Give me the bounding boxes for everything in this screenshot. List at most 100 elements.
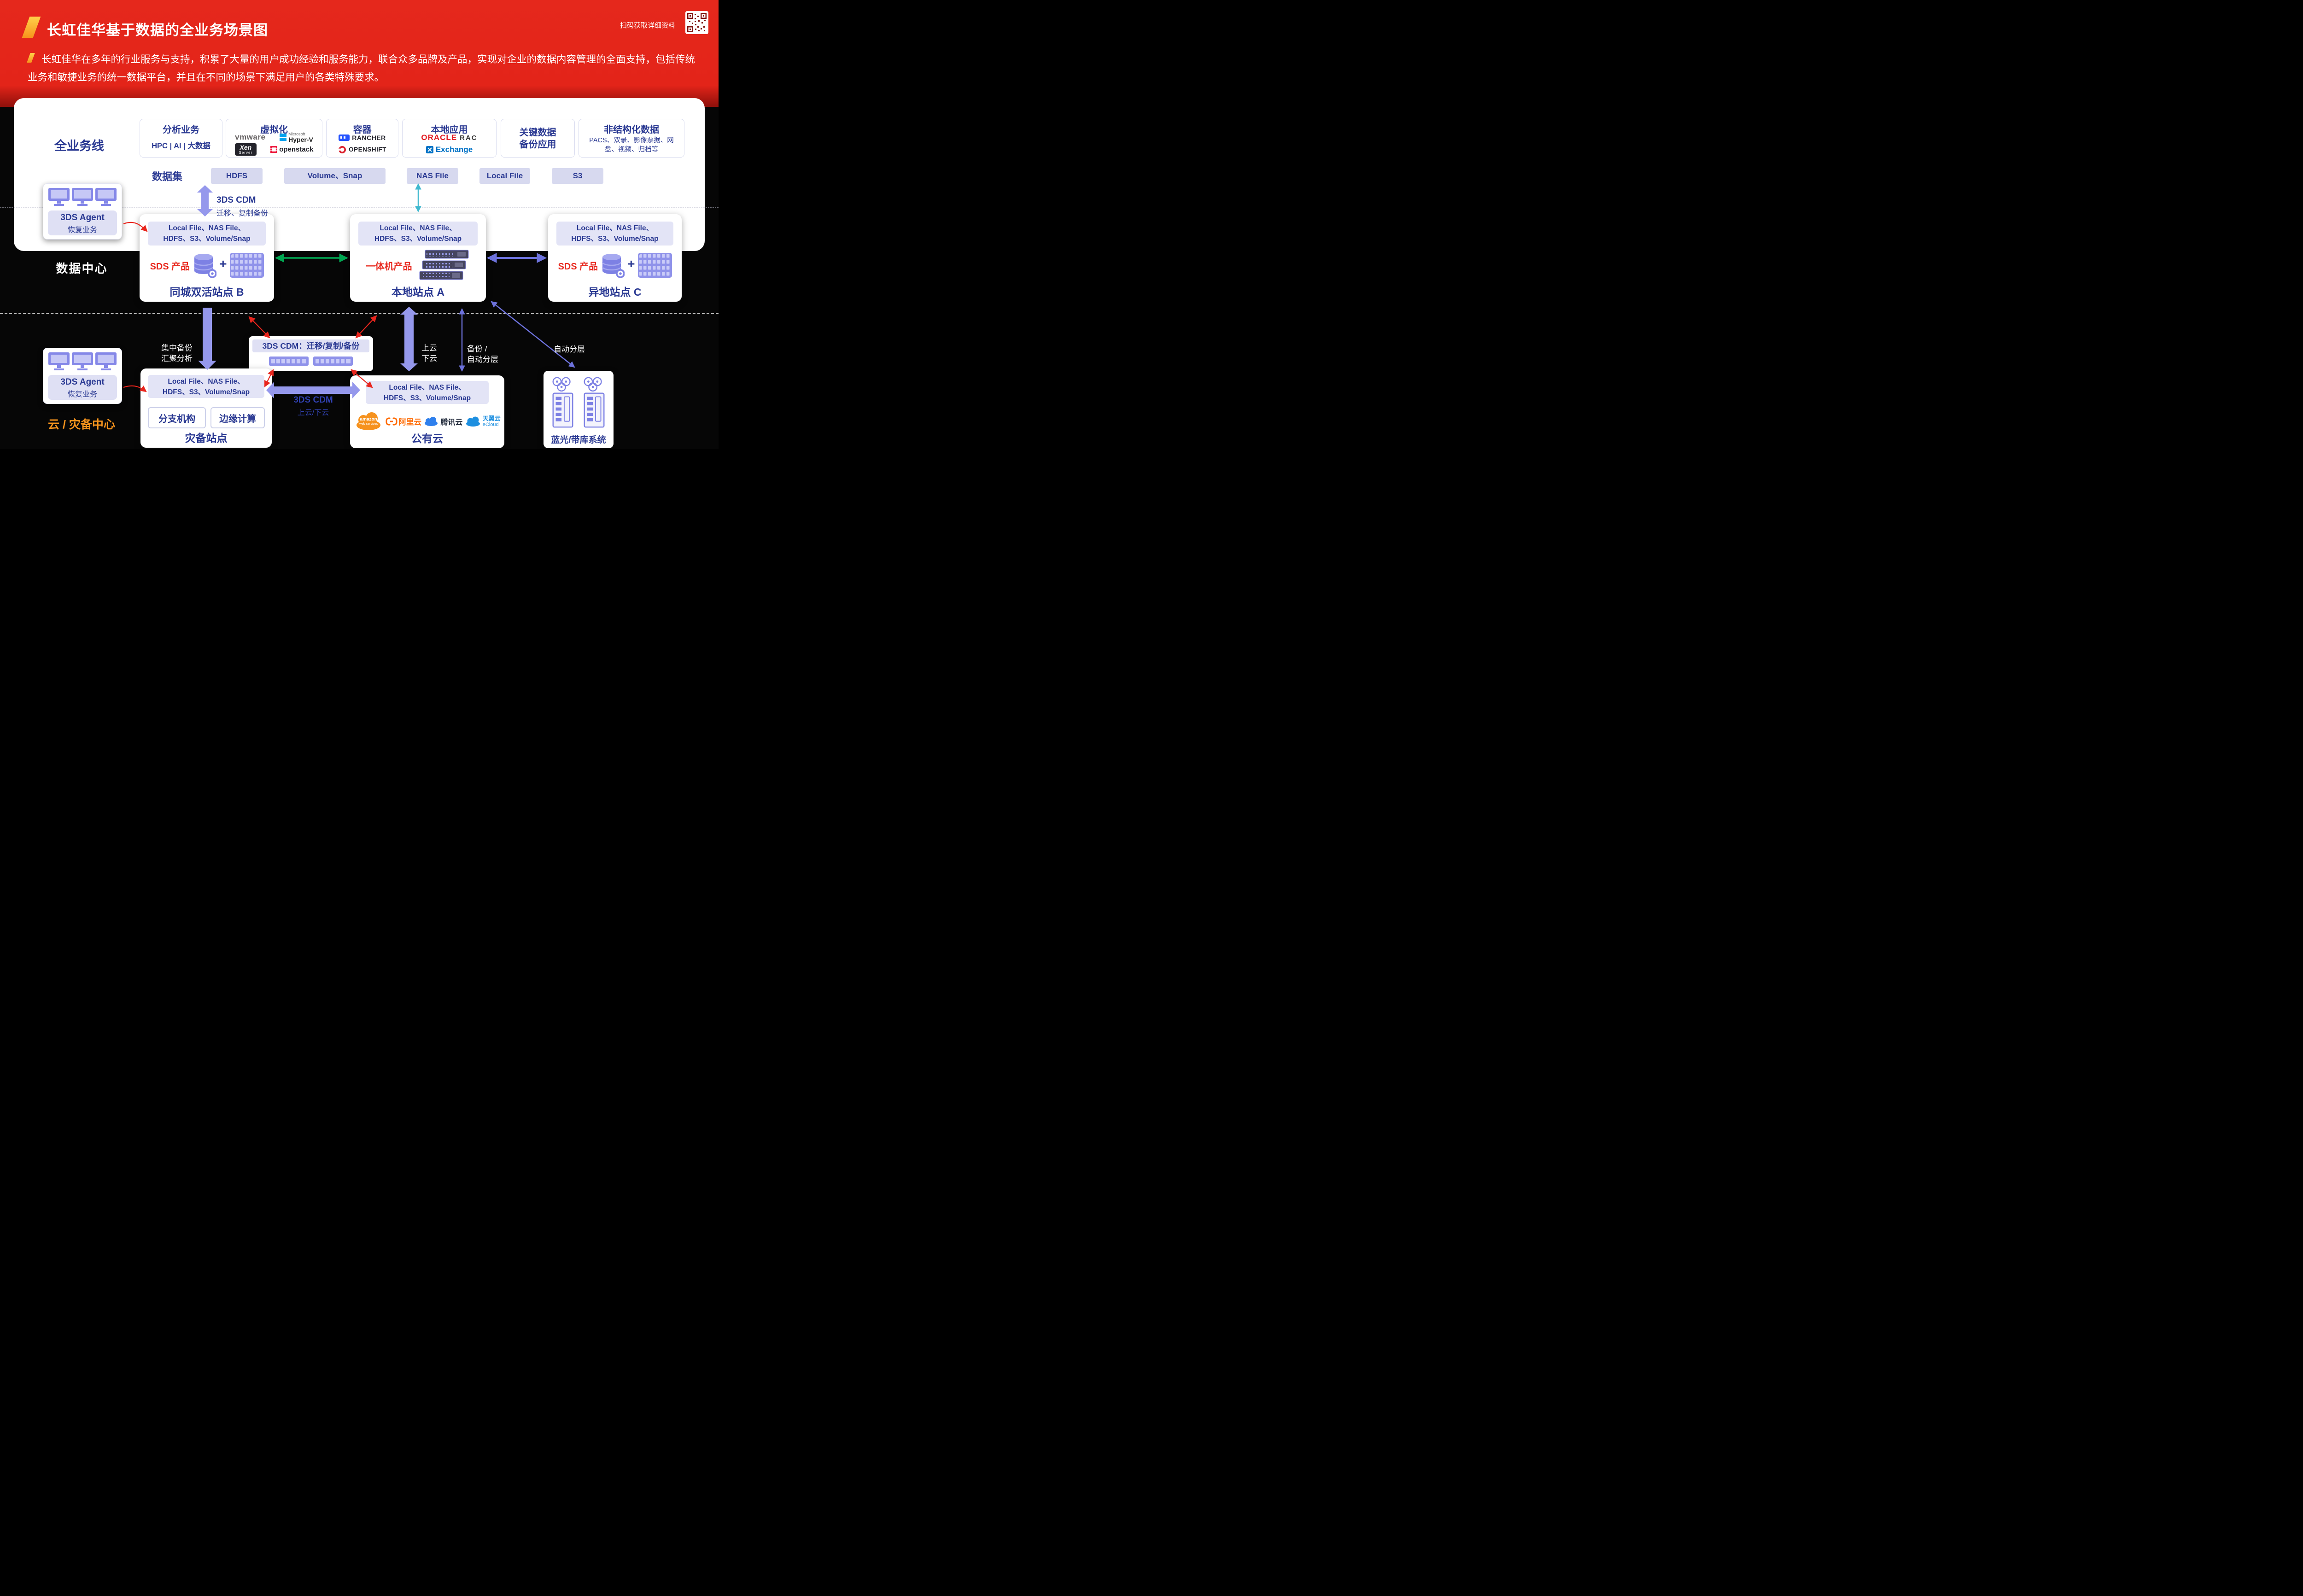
tag-line2: HDFS、S3、Volume/Snap (571, 235, 659, 243)
cloud-providers-row: amazon web services 阿里云 腾讯云 (353, 409, 502, 434)
hyperv-logo: Microsoft Hyper-V (279, 131, 313, 143)
agent-subtitle: 恢复业务 (67, 226, 97, 234)
agent-title: 3DS Agent (60, 213, 105, 222)
site-protocol-tag: Local File、NAS File、 HDFS、S3、Volume/Snap (358, 222, 478, 246)
monitor-icons (43, 187, 122, 207)
cdm-migration-title: 3DS CDM (216, 195, 256, 205)
cdm-cloud-label: 3DS CDM 上云/下云 (276, 395, 350, 417)
aliyun-logo: 阿里云 (386, 416, 421, 427)
microsoft-label: Microsoft (288, 131, 305, 136)
hyperv-label: Hyper-V (288, 135, 313, 143)
key-backup-line1: 关键数据 (519, 128, 556, 138)
tencent-cloud-icon (425, 417, 438, 426)
slide-root: 长虹佳华基于数据的全业务场景图 扫码获取详细资料 (0, 0, 719, 449)
stretch-cluster-label: 延展集群 同城双活 (282, 231, 342, 252)
category-title: 非结构化数据 (604, 125, 659, 135)
stretch-line2: 同城双活 (296, 242, 327, 251)
up-cloud-line: 上云 (421, 344, 437, 352)
virtualization-logos: vmware Microsoft Hyper-V Xen Server (228, 132, 320, 156)
xenserver-logo: Xen Server (234, 143, 257, 156)
tag-line2: HDFS、S3、Volume/Snap (374, 235, 462, 243)
site-a-box: Local File、NAS File、 HDFS、S3、Volume/Snap… (350, 214, 486, 302)
dataset-label: 数据集 (152, 171, 183, 182)
site-protocol-tag: Local File、NAS File、 HDFS、S3、Volume/Snap (366, 381, 489, 404)
tag-line2: HDFS、S3、Volume/Snap (162, 388, 250, 396)
central-line2: 汇聚分析 (161, 354, 193, 363)
title-slash-icon (22, 17, 41, 38)
exchange-logo: Exchange (426, 145, 473, 154)
central-line1: 集中备份 (161, 344, 193, 352)
page-title: 长虹佳华基于数据的全业务场景图 (47, 22, 268, 38)
server-rack-icon (637, 253, 672, 278)
public-cloud-box: Local File、NAS File、 HDFS、S3、Volume/Snap… (350, 375, 504, 448)
monitor-icon (95, 188, 117, 206)
monitor-icon (72, 352, 93, 370)
rancher-label: RANCHER (352, 134, 386, 141)
plus-sign: + (219, 257, 227, 271)
backup-line2: 自动分层 (467, 355, 498, 364)
key-backup-line2: 备份应用 (519, 140, 556, 150)
server-stack-icon (419, 250, 468, 280)
aliyun-icon (386, 417, 397, 426)
container-logos: RANCHER OPENSHIFT (328, 132, 396, 156)
agent-label-pill: 3DS Agent 恢复业务 (48, 210, 117, 235)
site-c-product-row: SDS 产品 + (554, 251, 676, 280)
monitor-icons (43, 352, 122, 371)
branch-office-box: 分支机构 (148, 407, 206, 428)
category-key-backup: 关键数据 备份应用 (501, 119, 575, 158)
auto-tiering-label: 自动分层 (554, 344, 598, 355)
cloud-updown-label: 上云 下云 (415, 343, 444, 364)
dr-site-box: Local File、NAS File、 HDFS、S3、Volume/Snap… (140, 368, 272, 448)
down-cloud-line: 下云 (421, 354, 437, 363)
edge-computing-box: 边缘计算 (210, 407, 265, 428)
auto-tier-line: 自动分层 (554, 345, 585, 354)
openshift-logo: OPENSHIFT (338, 146, 386, 154)
central-backup-label: 集中备份 汇聚分析 (156, 343, 198, 364)
ctyun-logo: 天翼云 eCloud (465, 415, 501, 427)
database-icon (193, 254, 217, 278)
intro-paragraph: 长虹佳华在多年的行业服务与支持，积累了大量的用户成功经验和服务能力，联合众多品牌… (28, 54, 696, 83)
server-icon (269, 357, 309, 366)
ctyun-cloud-icon (466, 416, 480, 427)
cdm-cloud-title: 3DS CDM (293, 395, 333, 405)
plus-sign: + (627, 257, 635, 271)
oracle-label: ORACLE (421, 133, 457, 142)
exchange-label: Exchange (435, 145, 473, 154)
cdm-box-title: 3DS CDM：迁移/复制/备份 (252, 339, 369, 352)
category-unstructured: 非结构化数据 PACS、双录、影像票据、网盘、视频、归档等 (579, 119, 684, 158)
zone-boundary-dashed-line (0, 207, 719, 208)
aws-sublabel: web services (359, 422, 378, 426)
category-virtualization: 虚拟化 vmware Microsoft Hyper-V Xen (226, 119, 322, 158)
site-c-box: Local File、NAS File、 HDFS、S3、Volume/Snap… (548, 214, 682, 302)
dataset-tag-s3: S3 (552, 168, 603, 184)
business-line-label: 全业务线 (54, 139, 104, 153)
category-title: 容器 (353, 125, 372, 135)
category-title: 分析业务 (163, 125, 199, 135)
async-line2: 备份/多站点 (495, 238, 537, 247)
category-analysis: 分析业务 HPC | AI | 大数据 (140, 119, 222, 158)
async-line1: 异步复制 (500, 228, 532, 236)
tag-line2: HDFS、S3、Volume/Snap (383, 394, 471, 402)
category-container: 容器 RANCHER (326, 119, 398, 158)
central-backup-arrow (198, 308, 216, 370)
site-a-title: 本地站点 A (392, 286, 444, 298)
agent-box-top: 3DS Agent 恢复业务 (43, 183, 122, 240)
database-icon (602, 254, 625, 278)
agent-label-pill: 3DS Agent 恢复业务 (48, 375, 117, 400)
cloud-dr-zone-label: 云 / 灾备中心 (48, 418, 115, 431)
qr-pattern-icon (687, 13, 707, 32)
server-icon (313, 357, 353, 366)
backup-line1: 备份 / (467, 345, 487, 353)
site-protocol-tag: Local File、NAS File、 HDFS、S3、Volume/Snap (148, 222, 266, 246)
tag-line2: HDFS、S3、Volume/Snap (163, 235, 251, 243)
tape-library-icons (544, 375, 614, 430)
backup-tiering-label: 备份 / 自动分层 (467, 344, 511, 365)
category-subtitle: HPC | AI | 大数据 (152, 142, 210, 150)
site-b-product-row: SDS 产品 + (145, 251, 269, 280)
tag-line1: Local File、NAS File、 (168, 378, 245, 386)
ctyun-label: 天翼云 (482, 415, 501, 422)
tencent-cloud-logo: 腾讯云 (423, 416, 462, 427)
openstack-icon (270, 146, 278, 153)
exchange-icon (426, 146, 433, 153)
rancher-logo: RANCHER (339, 134, 386, 141)
